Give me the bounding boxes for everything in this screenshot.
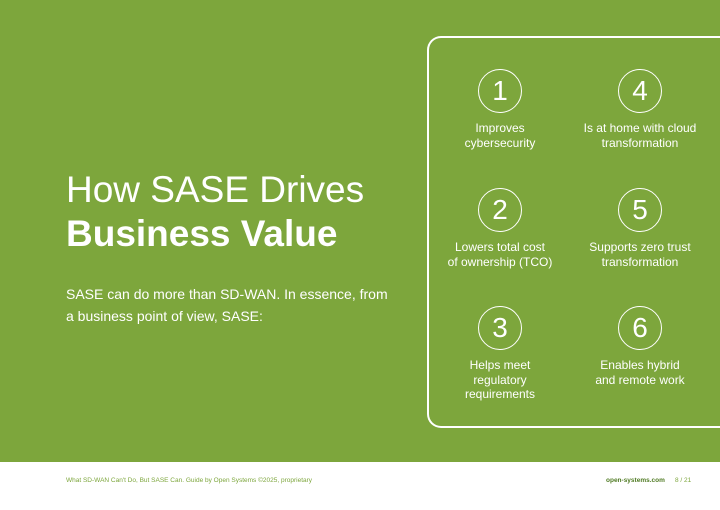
benefit-item-1: 1 Improves cybersecurity	[430, 69, 570, 150]
footer-page-number: 8 / 21	[675, 477, 692, 484]
footer-document-title: What SD-WAN Can't Do, But SASE Can. Guid…	[66, 477, 313, 484]
benefit-number-5: 5	[618, 188, 662, 232]
page-title: How SASE Drives Business Value	[66, 168, 364, 256]
benefit-number-1: 1	[478, 69, 522, 113]
benefit-number-6: 6	[618, 306, 662, 350]
benefit-item-2: 2 Lowers total cost of ownership (TCO)	[430, 188, 570, 269]
page-footer: What SD-WAN Can't Do, But SASE Can. Guid…	[0, 462, 720, 510]
title-line-1: How SASE Drives	[66, 169, 365, 210]
benefit-item-3: 3 Helps meet regulatory requirements	[430, 306, 570, 402]
benefit-item-4: 4 Is at home with cloud transformation	[570, 69, 710, 150]
benefit-label-5: Supports zero trust transformation	[589, 240, 691, 269]
intro-text: SASE can do more than SD-WAN. In essence…	[66, 286, 388, 324]
benefit-number-4: 4	[618, 69, 662, 113]
benefit-item-5: 5 Supports zero trust transformation	[570, 188, 710, 269]
benefits-panel	[427, 36, 720, 428]
benefit-number-3: 3	[478, 306, 522, 350]
benefit-label-6: Enables hybrid and remote work	[595, 358, 685, 387]
benefit-item-6: 6 Enables hybrid and remote work	[570, 306, 710, 387]
title-line-2: Business Value	[66, 213, 338, 254]
slide-background: How SASE Drives Business Value SASE can …	[0, 0, 720, 462]
benefit-number-2: 2	[478, 188, 522, 232]
benefit-label-2: Lowers total cost of ownership (TCO)	[447, 240, 553, 269]
benefit-label-4: Is at home with cloud transformation	[583, 121, 697, 150]
footer-website-link[interactable]: open-systems.com	[606, 477, 665, 484]
benefit-label-1: Improves cybersecurity	[464, 121, 536, 150]
benefit-label-3: Helps meet regulatory requirements	[464, 358, 536, 401]
